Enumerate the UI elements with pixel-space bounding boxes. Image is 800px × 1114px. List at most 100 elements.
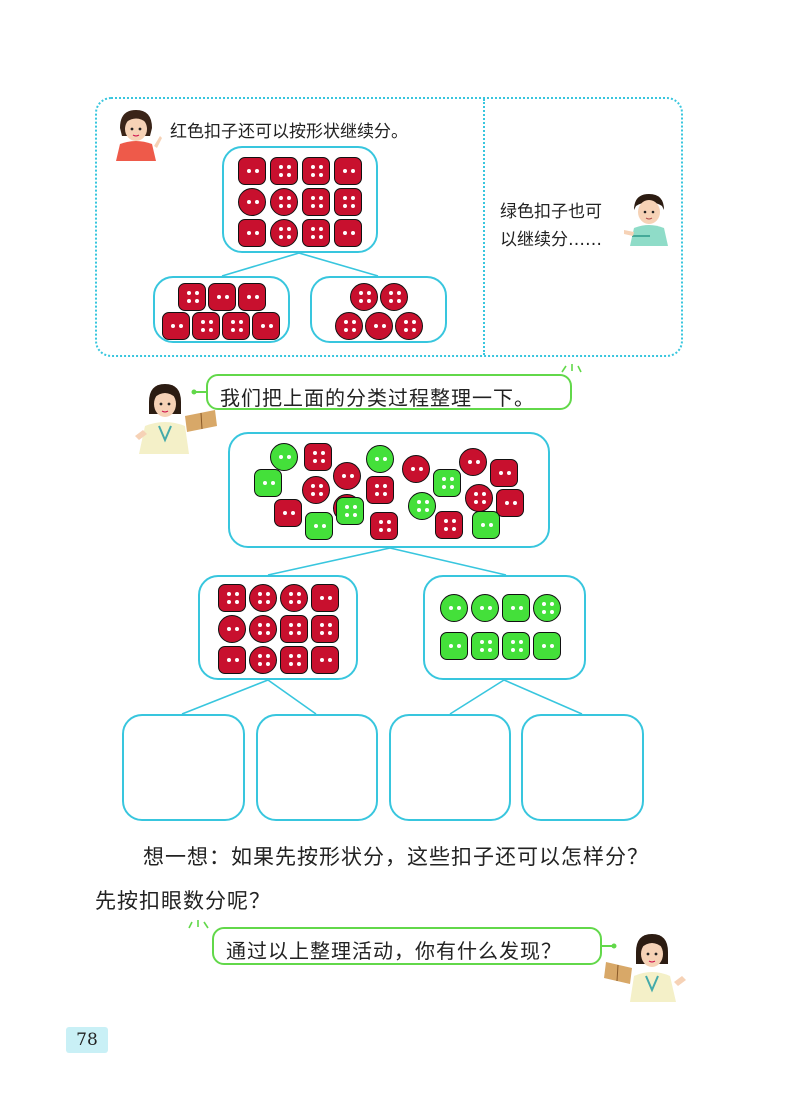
button-hole <box>235 627 239 631</box>
button-hole <box>550 644 554 648</box>
button-hole <box>511 640 515 644</box>
button-hole <box>279 227 283 231</box>
red-square-button <box>280 615 308 643</box>
button-hole <box>382 324 386 328</box>
button-hole <box>457 606 461 610</box>
button-hole <box>375 492 379 496</box>
page-number: 78 <box>66 1027 108 1053</box>
button-hole <box>450 477 454 481</box>
speech-bubble-discovery-text: 通过以上整理活动，你有什么发现？ <box>226 939 562 963</box>
button-hole <box>319 484 323 488</box>
button-hole <box>258 631 262 635</box>
button-hole <box>542 644 546 648</box>
button-hole <box>195 291 199 295</box>
button-hole <box>235 592 239 596</box>
button-hole <box>247 231 251 235</box>
button-hole <box>417 508 421 512</box>
empty-box-4[interactable] <box>521 714 644 821</box>
button-hole <box>383 492 387 496</box>
button-hole <box>311 196 315 200</box>
button-hole <box>387 520 391 524</box>
green-circle-button <box>366 445 394 473</box>
button-hole <box>343 169 347 173</box>
button-hole <box>457 644 461 648</box>
button-hole <box>442 485 446 489</box>
red-circle-button <box>380 283 408 311</box>
button-hole <box>289 623 293 627</box>
button-hole <box>255 295 259 299</box>
button-hole <box>239 320 243 324</box>
green-square-button <box>502 594 530 622</box>
button-hole <box>287 235 291 239</box>
empty-box-3[interactable] <box>389 714 511 821</box>
red-circle-button <box>249 646 277 674</box>
button-hole <box>425 500 429 504</box>
red-square-button <box>334 188 362 216</box>
button-hole <box>488 640 492 644</box>
button-hole <box>474 500 478 504</box>
button-hole <box>322 524 326 528</box>
button-hole <box>247 295 251 299</box>
green-square-button <box>533 632 561 660</box>
green-square-button <box>471 632 499 660</box>
red-square-button <box>311 615 339 643</box>
button-hole <box>217 295 221 299</box>
button-hole <box>311 492 315 496</box>
red-buttons-caption: 红色扣子还可以按形状继续分。 <box>170 122 408 142</box>
button-hole <box>343 231 347 235</box>
button-hole <box>328 596 332 600</box>
button-hole <box>297 654 301 658</box>
button-hole <box>488 606 492 610</box>
button-hole <box>289 592 293 596</box>
teacher-avatar-2 <box>604 932 688 1006</box>
button-hole <box>550 610 554 614</box>
button-hole <box>367 291 371 295</box>
button-hole <box>359 299 363 303</box>
empty-box-1[interactable] <box>122 714 245 821</box>
green-square-button <box>440 632 468 660</box>
red-circle-button <box>350 283 378 311</box>
button-hole <box>542 610 546 614</box>
button-hole <box>321 459 325 463</box>
red-square-button <box>435 511 463 539</box>
button-hole <box>452 527 456 531</box>
button-hole <box>266 631 270 635</box>
red-square-button <box>192 312 220 340</box>
red-circle-button <box>459 448 487 476</box>
button-hole <box>279 165 283 169</box>
empty-box-2[interactable] <box>256 714 378 821</box>
button-hole <box>263 481 267 485</box>
red-square-button <box>208 283 236 311</box>
button-hole <box>507 471 511 475</box>
button-hole <box>231 320 235 324</box>
button-hole <box>287 227 291 231</box>
red-square-button <box>162 312 190 340</box>
green-circle-button <box>270 443 298 471</box>
button-hole <box>344 328 348 332</box>
button-hole <box>311 204 315 208</box>
red-square-button <box>274 499 302 527</box>
button-hole <box>279 204 283 208</box>
button-hole <box>266 654 270 658</box>
button-hole <box>425 508 429 512</box>
button-hole <box>279 455 283 459</box>
button-hole <box>328 631 332 635</box>
button-hole <box>297 600 301 604</box>
button-hole <box>474 492 478 496</box>
speech-bubble-organize: 我们把上面的分类过程整理一下。 <box>206 374 572 410</box>
button-hole <box>297 662 301 666</box>
red-square-button <box>302 219 330 247</box>
green-circle-button <box>471 594 499 622</box>
button-hole <box>311 173 315 177</box>
button-hole <box>351 196 355 200</box>
red-circle-button <box>270 188 298 216</box>
red-square-button <box>178 283 206 311</box>
button-hole <box>352 328 356 332</box>
speech-bubble-discovery: 通过以上整理活动，你有什么发现？ <box>212 927 602 965</box>
button-hole <box>320 631 324 635</box>
button-hole <box>397 291 401 295</box>
button-hole <box>480 648 484 652</box>
button-hole <box>289 631 293 635</box>
button-hole <box>289 662 293 666</box>
button-hole <box>351 231 355 235</box>
